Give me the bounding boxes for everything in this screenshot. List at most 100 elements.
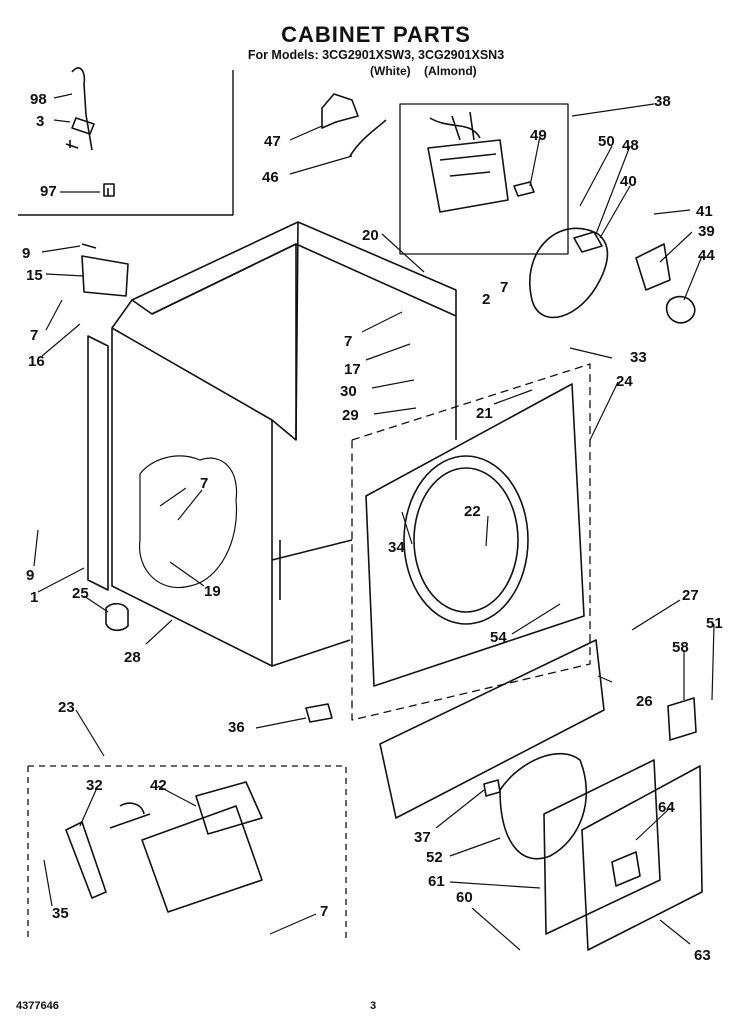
callout-20: 20 (362, 227, 379, 244)
callout-7-mid: 7 (344, 333, 352, 350)
callout-49: 49 (530, 127, 547, 144)
callout-3: 3 (36, 113, 44, 130)
callout-63: 63 (694, 947, 711, 964)
callout-19: 19 (204, 583, 221, 600)
callout-7-bottom: 7 (320, 903, 328, 920)
callout-38: 38 (654, 93, 671, 110)
callout-64: 64 (658, 799, 675, 816)
callout-7-motor: 7 (500, 279, 508, 296)
door-handle-64 (611, 851, 641, 887)
callout-35: 35 (52, 905, 69, 922)
door-liner-61 (543, 759, 661, 935)
gas-valve-42 (195, 781, 263, 835)
callout-37: 37 (414, 829, 431, 846)
bracket-47-part (321, 93, 359, 129)
clip-97-part (103, 183, 115, 197)
callout-2: 2 (482, 291, 490, 308)
callout-42: 42 (150, 777, 167, 794)
cord-clamp-part (71, 117, 95, 135)
callout-32: 32 (86, 777, 103, 794)
callout-21: 21 (476, 405, 493, 422)
cabinet-side-panel (111, 327, 273, 667)
callout-39: 39 (698, 223, 715, 240)
callout-25: 25 (72, 585, 89, 602)
callout-40: 40 (620, 173, 637, 190)
callout-7-left: 7 (30, 327, 38, 344)
leader-lines (33, 93, 715, 951)
callout-48: 48 (622, 137, 639, 154)
page-number: 3 (370, 1000, 377, 1012)
cabinet-back-panel (151, 243, 297, 441)
tube-part (109, 802, 151, 829)
callout-23: 23 (58, 699, 75, 716)
front-panel (365, 383, 585, 687)
callout-22: 22 (464, 503, 481, 520)
cord-screw-part (65, 140, 79, 149)
callout-1: 1 (30, 589, 38, 606)
front-frame-dashed (351, 363, 591, 721)
clip-36-part (305, 703, 333, 723)
callout-15: 15 (26, 267, 43, 284)
callout-41: 41 (696, 203, 713, 220)
motor-part (427, 139, 509, 213)
drive-belt-part (529, 227, 609, 319)
callout-16: 16 (28, 353, 45, 370)
callout-51: 51 (706, 615, 723, 632)
callout-9-bottom: 9 (26, 567, 34, 584)
callout-58: 58 (672, 639, 689, 656)
page-title: CABINET PARTS (281, 22, 471, 47)
callout-28: 28 (124, 649, 141, 666)
power-cord-part (71, 67, 93, 151)
door-opening-inner (413, 467, 519, 613)
callout-54: 54 (490, 629, 507, 646)
callout-29: 29 (342, 407, 359, 424)
door-seal-52 (499, 752, 588, 860)
callout-36: 36 (228, 719, 245, 736)
cord-inset-border (18, 70, 234, 216)
callout-44: 44 (698, 247, 715, 264)
callout-98: 98 (30, 91, 47, 108)
latch-37-part (483, 779, 501, 797)
callout-9-top: 9 (22, 245, 30, 262)
idler-48-part (573, 231, 603, 253)
callout-61: 61 (428, 873, 445, 890)
door-opening (403, 455, 529, 625)
cabinet-bottom (271, 539, 353, 667)
callout-97: 97 (40, 183, 57, 200)
hinge-58-part (667, 697, 697, 741)
callout-33: 33 (630, 349, 647, 366)
callout-labels: 98 3 97 47 46 38 49 50 48 40 41 39 44 9 … (22, 91, 723, 964)
callout-50: 50 (598, 133, 615, 150)
door-panel-63 (581, 765, 703, 951)
callout-7-side: 7 (200, 475, 208, 492)
callout-30: 30 (340, 383, 357, 400)
callout-34: 34 (388, 539, 405, 556)
callout-52: 52 (426, 849, 443, 866)
toe-panel (379, 639, 605, 819)
heater-inset-border (27, 765, 347, 940)
burner-assembly (141, 805, 263, 913)
side-rail-1 (87, 335, 109, 591)
side-cutaway (139, 455, 238, 589)
document-number: 4377646 (16, 1000, 59, 1012)
colors-line: (White) (Almond) (370, 64, 477, 78)
callout-17: 17 (344, 361, 361, 378)
cabinet-top (131, 221, 457, 317)
motor-inset-border (399, 103, 569, 255)
wire-46-part (349, 119, 387, 157)
callout-47: 47 (264, 133, 281, 150)
callout-60: 60 (456, 889, 473, 906)
callout-27: 27 (682, 587, 699, 604)
motor-wires (429, 111, 481, 141)
switch-49-part (513, 181, 535, 197)
pulley-44-part (665, 295, 696, 324)
models-line: For Models: 3CG2901XSW3, 3CG2901XSN3 (247, 48, 505, 62)
callout-26: 26 (636, 693, 653, 710)
heater-bracket-32 (65, 821, 107, 899)
bracket-15-part (81, 255, 129, 297)
foot-25-part (105, 602, 129, 632)
screw-9-part (81, 243, 97, 249)
callout-24: 24 (616, 373, 633, 390)
